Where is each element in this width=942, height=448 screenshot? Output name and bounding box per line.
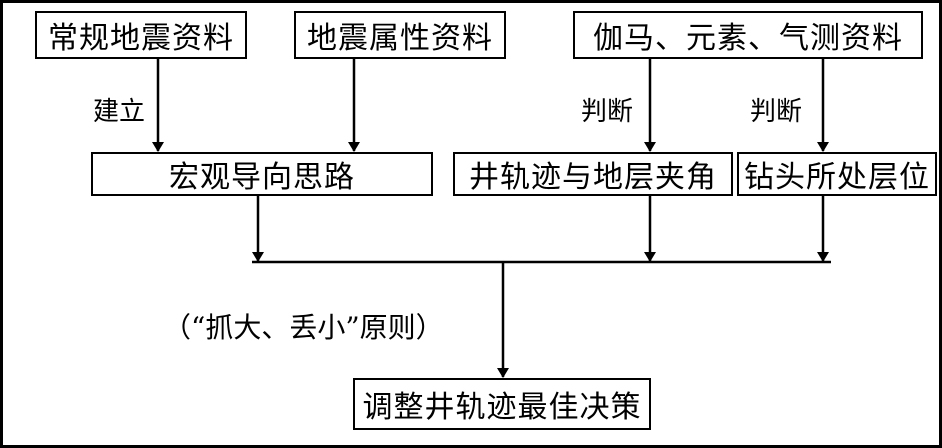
box-bit-layer-position: 钻头所处层位 <box>737 152 937 196</box>
label-judge-right: 判断 <box>750 97 803 127</box>
box-trajectory-formation-angle: 井轨迹与地层夹角 <box>453 152 733 196</box>
label-build: 建立 <box>93 97 146 127</box>
box-seismic-attribute-data: 地震属性资料 <box>294 11 506 59</box>
box-optimal-trajectory-decision: 调整井轨迹最佳决策 <box>353 378 651 430</box>
box-conventional-seismic-data: 常规地震资料 <box>35 11 247 59</box>
box-macro-guidance-approach: 宏观导向思路 <box>91 152 433 196</box>
label-principle: （“抓大、丢小”原则） <box>163 311 444 344</box>
box-gamma-element-gas-data: 伽马、元素、气测资料 <box>573 11 923 59</box>
connector-layer <box>152 59 831 378</box>
label-judge-left: 判断 <box>581 97 634 127</box>
